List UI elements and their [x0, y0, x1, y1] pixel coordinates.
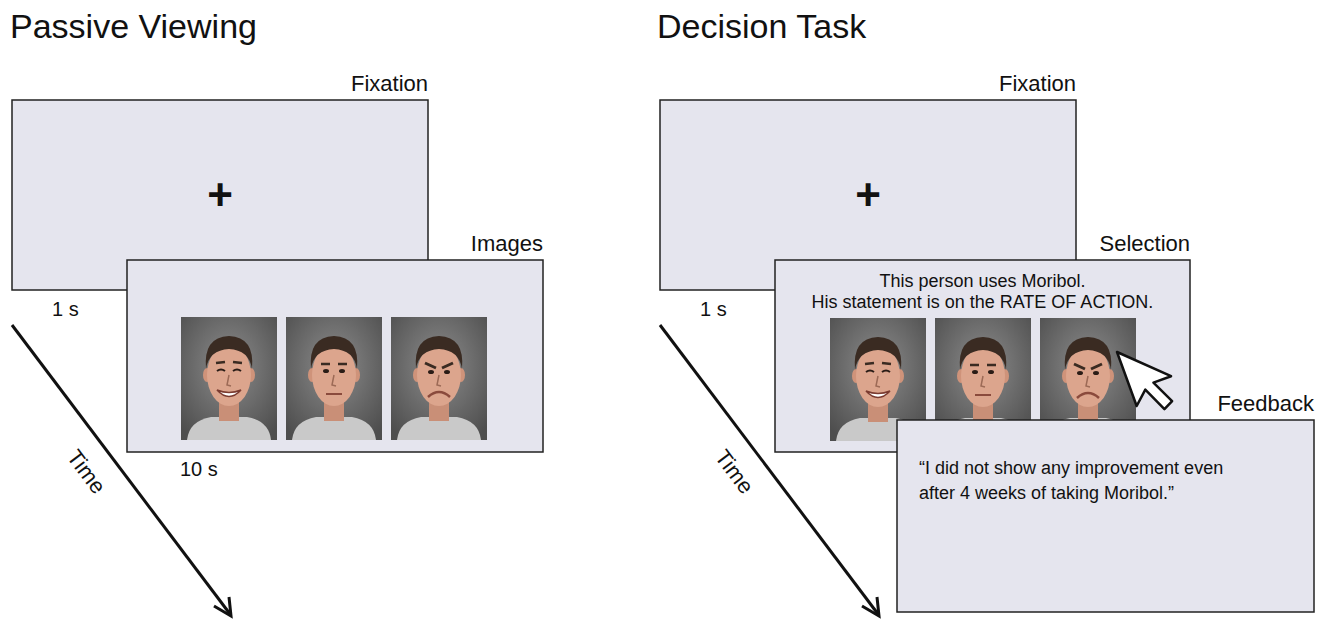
panel-title: Passive Viewing [10, 6, 257, 47]
screen-heading: Fixation [999, 71, 1076, 97]
instruction-text: His statement is on the RATE OF ACTION. [812, 292, 1154, 313]
feedback-quote: “I did not show any improvement even aft… [919, 456, 1264, 506]
duration-label: 10 s [180, 457, 218, 481]
mouse-cursor [1117, 337, 1181, 417]
images-screen: Images [127, 260, 543, 452]
feedback-screen: Feedback“I did not show any improvement … [897, 420, 1314, 612]
face-angry [391, 317, 487, 440]
time-arrow [12, 325, 230, 614]
screen-images [127, 260, 543, 452]
panel-title: Decision Task [657, 6, 866, 47]
face-neutral [286, 317, 382, 440]
instruction-text: This person uses Moribol. [879, 271, 1085, 292]
fixation-cross: + [855, 173, 881, 217]
arrow-head [214, 597, 231, 616]
duration-label: 1 s [700, 297, 727, 321]
arrow-head [862, 597, 879, 616]
axis-label: Time [61, 445, 111, 499]
screen-heading: Images [471, 231, 543, 257]
selection-screen: SelectionThis person uses Moribol.His st… [775, 260, 1190, 452]
axis-label: Time [709, 445, 759, 499]
fixation-screen: Fixation+ [12, 100, 428, 290]
duration-label: 1 s [52, 297, 79, 321]
time-arrow [660, 325, 878, 614]
screen-heading: Selection [1099, 231, 1190, 257]
screen-heading: Fixation [351, 71, 428, 97]
fixation-screen: Fixation+ [660, 100, 1076, 290]
screen-feedback [897, 420, 1314, 612]
fixation-cross: + [207, 173, 233, 217]
face-happy [181, 317, 277, 440]
screen-heading: Feedback [1217, 391, 1314, 417]
